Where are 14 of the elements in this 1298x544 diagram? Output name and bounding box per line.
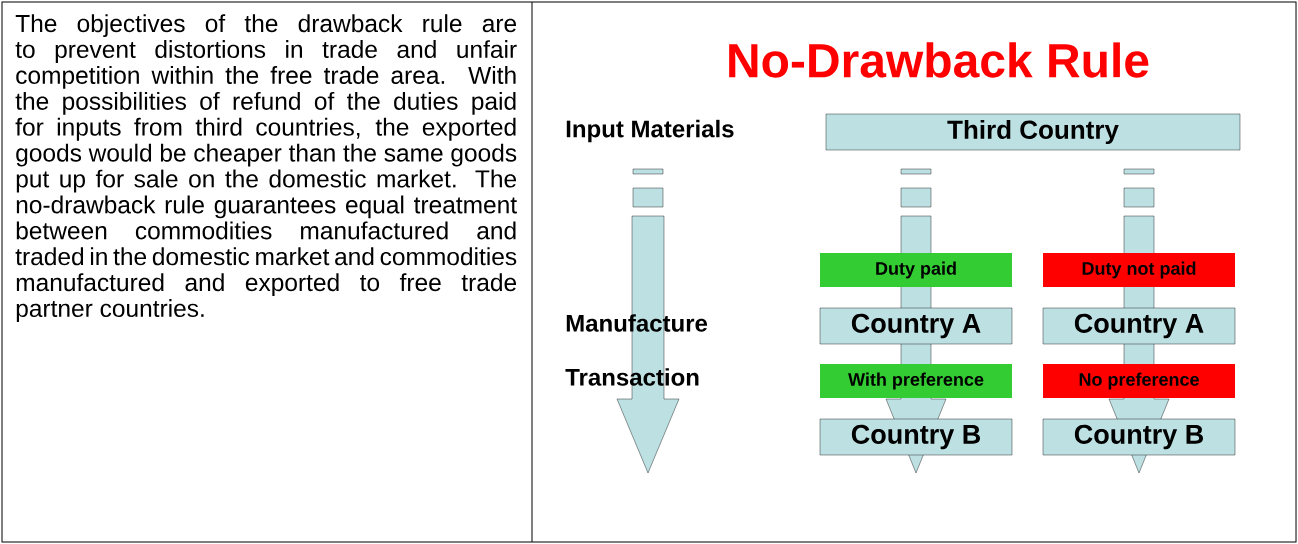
status-banner: Duty not paid [1043, 253, 1235, 287]
status-banner: No preference [1043, 364, 1235, 398]
country-box: Country B [819, 418, 1013, 456]
country-box: Country A [819, 307, 1013, 345]
status-banner: Duty paid [820, 253, 1012, 287]
country-box: Country A [1042, 307, 1236, 345]
stage-label: Input Materials [566, 119, 734, 143]
stage-label: Transaction [565, 368, 699, 386]
title: No-Drawback Rule [729, 42, 1149, 78]
country-box: Country B [1042, 418, 1236, 456]
source-box: Third Country [825, 113, 1241, 151]
paragraph: The objectives of the drawback rule are to prevent distortions in trade and unfair competition within the free trade area. With the possibilities of refund of the duties paid for inputs from third countries, the exported goods would be cheaper than the same goods put up for sale on the domestic market. The no-drawback rule guarantees equal treatment between commodities manufactured and traded in the domestic market and commodities manufactured and exported to free trade partner countries. [15, 14, 517, 322]
status-banner: With preference [820, 364, 1012, 398]
stage-label: Manufacture [566, 314, 708, 332]
